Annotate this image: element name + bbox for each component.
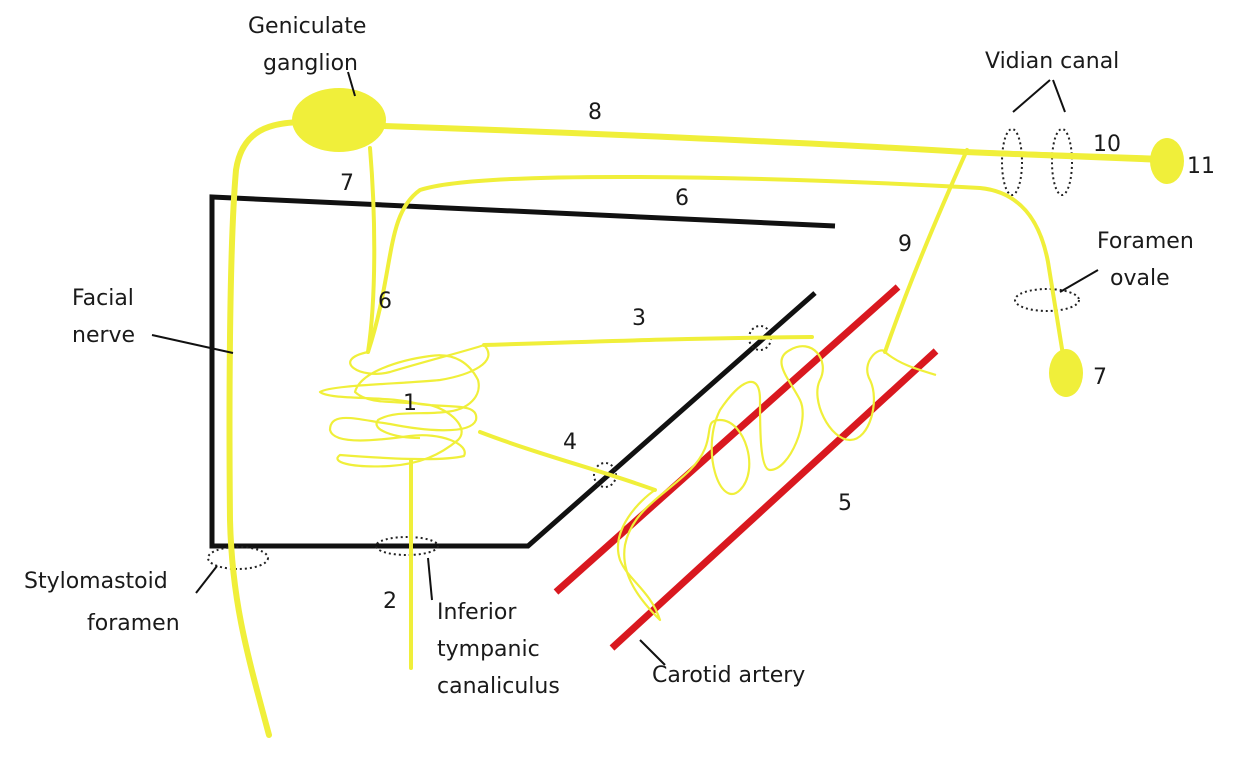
leader-inferior-tympanic xyxy=(427,557,433,601)
number-7-otic: 7 xyxy=(1093,365,1107,390)
label-inferior-tympanic-line1: Inferior xyxy=(437,600,517,625)
leader-geniculate xyxy=(347,71,356,97)
number-11: 11 xyxy=(1187,154,1215,179)
otic-ganglion xyxy=(1049,349,1083,397)
label-geniculate-line2: ganglion xyxy=(263,51,358,76)
caroticotympanic-nerve-upper xyxy=(482,335,814,347)
number-3: 3 xyxy=(632,306,646,331)
leader-stylomastoid xyxy=(195,565,218,594)
foramen-ovale-ellipse xyxy=(1014,288,1080,312)
vidian-nerve xyxy=(962,149,1153,161)
connection-geniculate-to-plexus xyxy=(366,146,377,354)
label-foramen-ovale-line2: ovale xyxy=(1110,266,1170,291)
label-stylomastoid-line2: foramen xyxy=(87,611,180,636)
number-8: 8 xyxy=(588,100,602,125)
tympanic-plexus xyxy=(318,343,490,468)
geniculate-ganglion xyxy=(292,88,386,152)
label-facial-nerve-line2: nerve xyxy=(72,323,135,348)
deep-petrosal-nerve xyxy=(883,148,969,354)
number-6-lower: 6 xyxy=(378,289,392,314)
number-9: 9 xyxy=(898,232,912,257)
label-foramen-ovale-line1: Foramen xyxy=(1097,229,1194,254)
carotid-artery-wall-lower xyxy=(609,348,939,651)
lesser-petrosal-nerve xyxy=(366,174,1065,357)
label-inferior-tympanic-line3: canaliculus xyxy=(437,674,560,699)
pterygopalatine-ganglion xyxy=(1150,138,1184,184)
leader-carotid xyxy=(639,639,666,666)
stylomastoid-foramen-ellipse xyxy=(207,546,269,570)
label-carotid-artery: Carotid artery xyxy=(652,663,805,688)
vidian-canal-ellipse-left xyxy=(1001,128,1023,196)
carotid-sympathetic-plexus xyxy=(617,345,937,622)
greater-petrosal-nerve xyxy=(381,123,1168,163)
temporal-bone-outline xyxy=(209,194,836,549)
number-7-upper: 7 xyxy=(340,171,354,196)
leader-vidian-right xyxy=(1052,79,1066,113)
number-1: 1 xyxy=(403,391,417,416)
carotid-artery-wall-upper xyxy=(553,284,901,595)
leader-foramen-ovale xyxy=(1059,269,1099,293)
number-6-upper: 6 xyxy=(675,186,689,211)
label-inferior-tympanic-line2: tympanic xyxy=(437,637,540,662)
number-2: 2 xyxy=(383,589,397,614)
label-stylomastoid-line1: Stylomastoid xyxy=(24,569,168,594)
vidian-canal-ellipse-right xyxy=(1051,128,1073,196)
number-5: 5 xyxy=(838,491,852,516)
facial-nerve xyxy=(226,119,308,738)
label-vidian-canal: Vidian canal xyxy=(985,49,1119,74)
caroticotympanic-nerve-lower xyxy=(478,430,657,492)
label-geniculate-line1: Geniculate xyxy=(248,14,366,39)
label-facial-nerve-line1: Facial xyxy=(72,286,134,311)
inferior-tympanic-canaliculus-ellipse xyxy=(375,536,439,556)
number-4: 4 xyxy=(563,430,577,455)
leader-vidian-left xyxy=(1012,79,1051,113)
number-10: 10 xyxy=(1093,132,1121,157)
leader-facial-nerve xyxy=(151,334,234,354)
